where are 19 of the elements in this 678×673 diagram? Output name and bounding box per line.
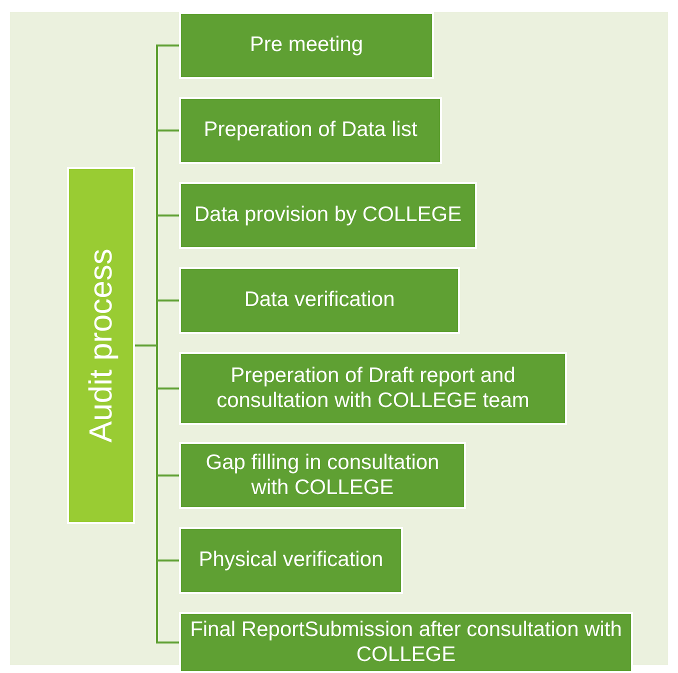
step-label: Preperation of Data list xyxy=(204,118,418,143)
step-label: Preperation of Draft report and consultation with COLLEGE team xyxy=(216,364,530,413)
process-box xyxy=(179,612,633,673)
root-box xyxy=(67,167,135,524)
process-box xyxy=(179,267,460,334)
step-label: Data verification xyxy=(244,288,395,313)
process-box xyxy=(179,527,403,594)
step-label: Physical verification xyxy=(198,548,384,573)
connector-line xyxy=(135,344,179,644)
process-box xyxy=(179,97,442,164)
process-box xyxy=(179,182,477,249)
step-label: Data provision by COLLEGE xyxy=(194,203,462,228)
step-label: Pre meeting xyxy=(250,33,364,58)
process-box xyxy=(179,442,466,509)
process-box xyxy=(179,12,434,79)
root-label: Audit process xyxy=(82,248,120,442)
step-label: Final ReportSubmission after consultation with COLLEGE xyxy=(189,618,623,667)
step-label: Gap filling in consultation with COLLEGE xyxy=(204,451,440,500)
process-box xyxy=(179,352,567,425)
